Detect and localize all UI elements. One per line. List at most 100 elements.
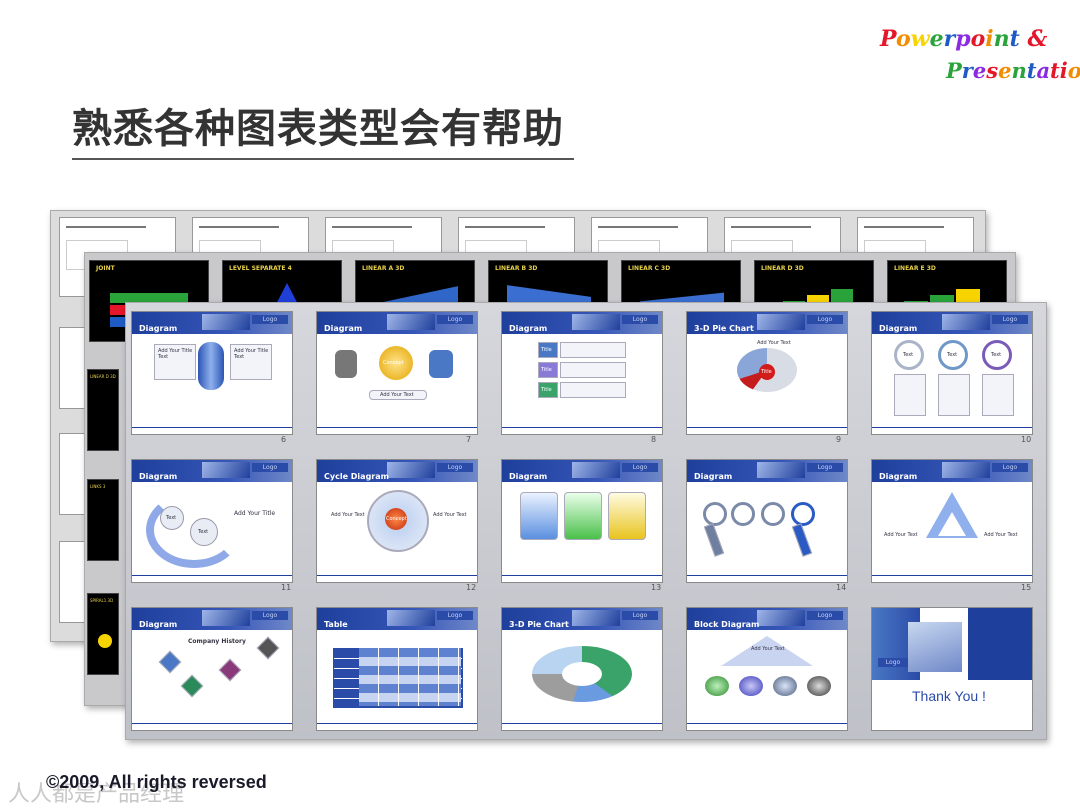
slide-number: 13 — [651, 583, 661, 592]
logo-line-1: Powerpoint & — [880, 26, 1047, 52]
slide-text: Concept — [386, 516, 407, 522]
slide-label: LINEAR D 3D — [761, 265, 804, 272]
slide-text: Title — [541, 347, 552, 353]
slide-text: Text — [166, 515, 176, 521]
slide-title: Diagram — [509, 324, 547, 333]
slide-thumbnail: Logo Block Diagram Add Your Text — [686, 607, 848, 731]
slide-title: Diagram — [694, 472, 732, 481]
black-slide-side: LINEAR D 3D — [87, 369, 119, 451]
slide-body: Text Text Text — [872, 334, 1032, 428]
slide-body: Add Your Title Text Add Your Title Text — [132, 334, 292, 428]
slide-text: Title — [761, 369, 772, 375]
slide-thumbnail: Logo 3-D Pie Chart Title Add Your Text — [686, 311, 848, 435]
slide-text: Add Your Title Text — [234, 348, 271, 360]
slide-body: Concept Add Your Text Add Your Text — [317, 482, 477, 576]
slide-title: Cycle Diagram — [324, 472, 389, 481]
slide-logo: Logo — [252, 315, 288, 324]
slide-logo: Logo — [807, 315, 843, 324]
slide-label: LINEAR C 3D — [628, 265, 670, 272]
slide-thumbnail: Logo Diagram Concept Add Your Text — [316, 311, 478, 435]
slide-text: Text — [198, 529, 208, 535]
slide-text: Add Your Title Text — [158, 348, 195, 360]
slide-label: LINEAR A 3D — [362, 265, 404, 272]
slide-title: Diagram — [139, 324, 177, 333]
slide-body — [502, 482, 662, 576]
slide-title: Diagram — [139, 472, 177, 481]
slide-logo: Logo — [992, 315, 1028, 324]
doc-thumb — [59, 433, 87, 515]
slide-text: Add Your Text — [433, 512, 467, 518]
slide-text: Text — [903, 352, 913, 358]
slide-text: Add Your Text — [884, 532, 918, 538]
slide-number: 10 — [1021, 435, 1031, 444]
slide-number: 12 — [466, 583, 476, 592]
slide-text: Add Your Text — [380, 392, 414, 398]
black-slide-side: LINKS 3 — [87, 479, 119, 561]
slide-thumbnail: Logo Diagram — [501, 459, 663, 583]
slide-number: 7 — [466, 435, 471, 444]
slide-label: LEVEL SEPARATE 4 — [229, 265, 292, 272]
slide-logo: Logo — [622, 463, 658, 472]
slide-number: 8 — [651, 435, 656, 444]
slide-number: 14 — [836, 583, 846, 592]
slide-label: LINEAR B 3D — [495, 265, 537, 272]
slide-logo: Logo — [252, 611, 288, 620]
slide-title: Diagram — [324, 324, 362, 333]
slide-text: Add Your Text — [751, 646, 785, 652]
slide-thumbnail: Logo 3-D Pie Chart — [501, 607, 663, 731]
slide-title: Diagram — [879, 472, 917, 481]
slide-body — [502, 630, 662, 724]
slide-body: Company History — [132, 630, 292, 724]
slide-text: Add Your Text — [757, 340, 791, 346]
slide-body: Text Text Add Your Title — [132, 482, 292, 576]
slide-title: Table — [324, 620, 348, 629]
slide-text: Text — [991, 352, 1001, 358]
slide-logo: Logo — [622, 315, 658, 324]
brand-logo: Powerpoint & Presentation — [880, 26, 1065, 86]
slide-body: Add Your Text — [687, 630, 847, 724]
slide-label: LINEAR E 3D — [894, 265, 936, 272]
slide-text: Title — [541, 367, 552, 373]
slide-body — [687, 482, 847, 576]
slide-text: Concept — [383, 360, 404, 366]
slide-number: 9 — [836, 435, 841, 444]
slide-text: Add Your Title — [234, 510, 275, 517]
slide-label: SPIRAL1 3D — [90, 598, 113, 603]
slide-thumbnail: Logo Table — [316, 607, 478, 731]
title-underline — [72, 158, 574, 160]
slide-text: Title — [541, 387, 552, 393]
slide-logo: Logo — [437, 463, 473, 472]
slide-thumbnail: Logo Cycle Diagram Concept Add Your Text… — [316, 459, 478, 583]
slide-number: 6 — [281, 435, 286, 444]
slide-title: 3-D Pie Chart — [509, 620, 569, 629]
slide-label: LINEAR D 3D — [90, 374, 116, 379]
slide-thumbnail: Logo Diagram Add Your Text Add Your Text — [871, 459, 1033, 583]
page-title: 熟悉各种图表类型会有帮助 — [72, 96, 564, 154]
doc-thumb — [59, 541, 87, 623]
slide-logo: Logo — [437, 315, 473, 324]
slide-label: JOINT — [96, 265, 115, 272]
doc-thumb — [59, 327, 87, 409]
slide-logo: Logo — [437, 611, 473, 620]
thank-you-text: Thank You ! — [912, 688, 986, 704]
slide-logo: Logo — [622, 611, 658, 620]
slide-logo: Logo — [878, 658, 908, 667]
slide-logo: Logo — [992, 463, 1028, 472]
slide-body: Add Your Text Add Your Text — [872, 482, 1032, 576]
slide-title: Block Diagram — [694, 620, 759, 629]
slide-body: Title Title Title — [502, 334, 662, 428]
slide-text: Add Your Text — [331, 512, 365, 518]
copyright-footer: ©2009, All rights reversed — [46, 772, 267, 793]
slide-text: Add Your Text — [984, 532, 1018, 538]
slide-number: 15 — [1021, 583, 1031, 592]
slide-thumbnail: Logo Diagram Text Text Add Your Title — [131, 459, 293, 583]
slide-title: Diagram — [879, 324, 917, 333]
slide-thumbnail: Logo Diagram — [686, 459, 848, 583]
slide-body: Concept Add Your Text — [317, 334, 477, 428]
slide-body — [317, 630, 477, 724]
